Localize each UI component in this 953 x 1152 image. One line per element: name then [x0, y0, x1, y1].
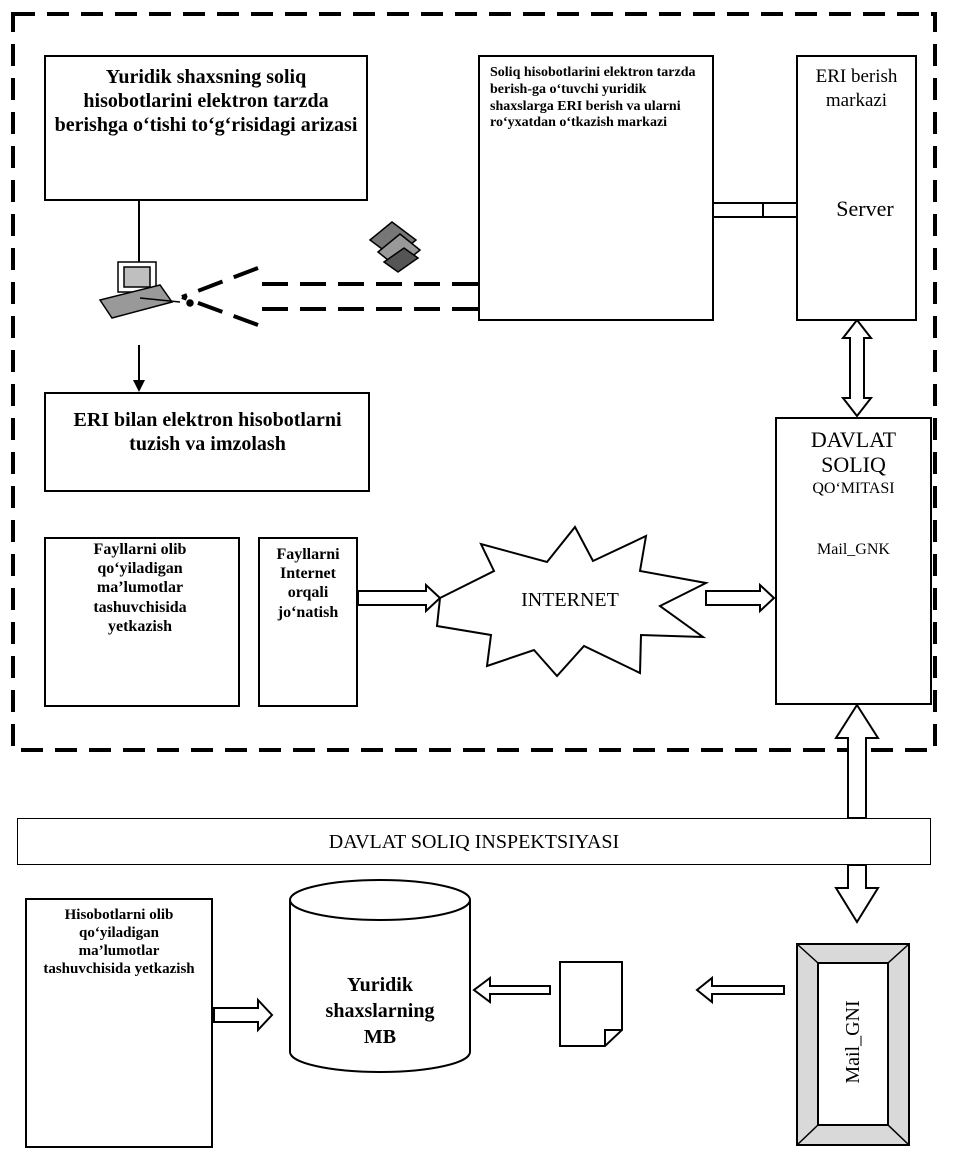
- sign-box: [44, 392, 370, 492]
- computer-icon: [98, 261, 194, 319]
- application-box: [44, 55, 368, 201]
- server-committee-double-arrow: [840, 318, 874, 418]
- files-media-label: Fayllarni olib qo‘yiladigan ma’lumotlar …: [93, 541, 187, 635]
- internet-label: INTERNET: [521, 589, 619, 611]
- inspection-to-mailgni-arrow: [834, 864, 880, 924]
- mailgni-to-document-arrow: [695, 975, 785, 1005]
- sign-box-label: ERI bilan elektron hisobotlarni tuzish v…: [73, 409, 342, 455]
- reports-media-label: Hisobotlarni olib qo‘yiladigan ma’lumotl…: [43, 907, 195, 977]
- files-to-internet-arrow: [357, 582, 442, 614]
- registration-center-label: Soliq hisobotlarini elektron tarzda beri…: [490, 65, 696, 131]
- reports-media-box: [25, 898, 213, 1148]
- outer-dashed-boundary: [11, 12, 937, 752]
- document-icon: [559, 961, 623, 1047]
- files-media-box: [44, 537, 240, 707]
- inspection-label: DAVLAT SOLIQ INSPEKTSIYASI: [328, 831, 620, 853]
- internet-burst: [435, 525, 710, 678]
- committee-mail: Mail_GNK: [817, 541, 890, 558]
- disk-stack-icon: [368, 221, 422, 273]
- dashed-wide-arrow: [181, 266, 478, 327]
- mailgni-label: Mail_GNI: [842, 1000, 864, 1084]
- files-internet-box: [258, 537, 358, 707]
- committee-box: [775, 417, 932, 705]
- committee-to-inspection-arrow: [834, 703, 880, 819]
- files-internet-label: Fayllarni Internet orqali jo‘natish: [276, 546, 340, 621]
- registration-center-box: [478, 55, 714, 321]
- database-label: Yuridik shaxslarning MB: [325, 974, 435, 1048]
- committee-title-2: SOLIQ: [821, 452, 886, 477]
- inspection-box: [17, 818, 931, 865]
- eri-center-title: ERI berish markazi: [815, 66, 898, 111]
- committee-title-1: DAVLAT: [810, 427, 897, 452]
- committee-title-3: QO‘MITASI: [812, 480, 895, 497]
- database-cylinder: [289, 879, 471, 1073]
- computer-to-sign-arrowhead: [133, 380, 145, 392]
- internet-to-committee-arrow: [705, 582, 776, 614]
- application-box-label: Yuridik shaxsning soliq hisobotlarini el…: [54, 66, 358, 136]
- document-to-db-arrow: [472, 976, 551, 1004]
- media-to-db-arrow: [213, 997, 274, 1033]
- mailgni-frame: [796, 943, 910, 1146]
- eri-center-server: Server: [836, 196, 894, 221]
- eri-center-box: [796, 55, 917, 321]
